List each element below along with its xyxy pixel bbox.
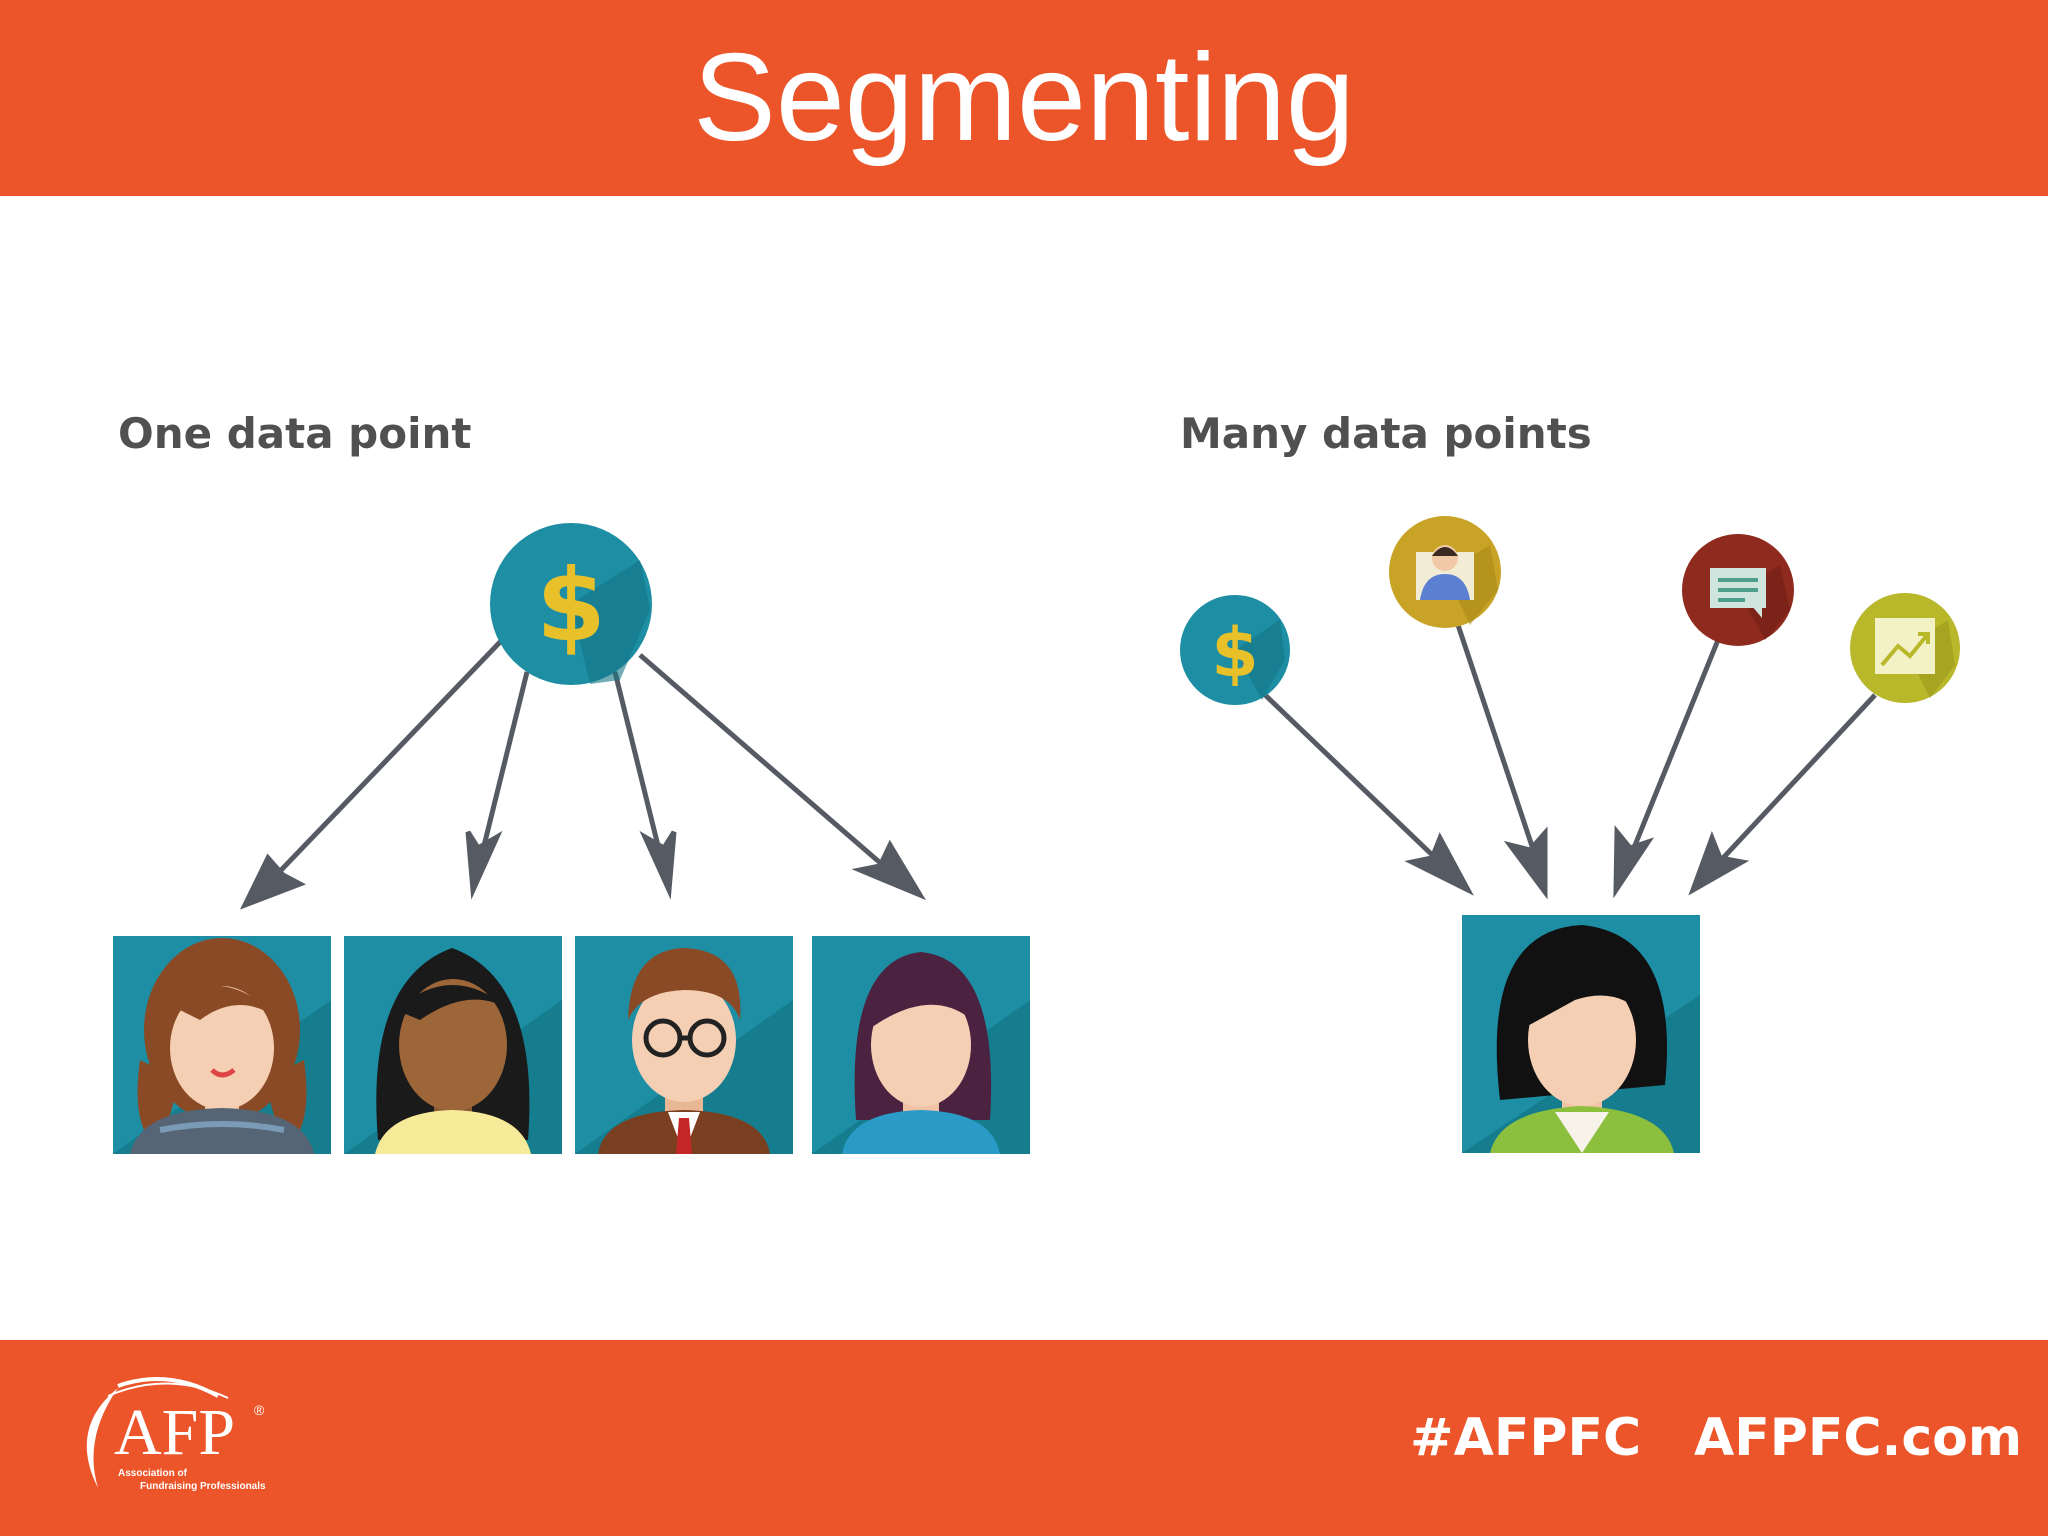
afp-logo-subtitle-1: Association of: [118, 1468, 187, 1479]
svg-text:$: $: [1211, 614, 1258, 693]
arrow-from-dollar: [1260, 690, 1474, 896]
left-arrows: [239, 638, 927, 910]
chart-trend-icon: [1850, 593, 1960, 703]
right-arrows: [1260, 624, 1877, 900]
afp-logo-text: AFP: [114, 1396, 236, 1469]
arrow-to-person-2: [465, 671, 530, 900]
arrow-from-chart: [1688, 693, 1877, 896]
slide-title: Segmenting: [693, 29, 1355, 167]
dollar-icon: $: [490, 523, 652, 685]
hashtag-text: #AFPFC: [1410, 1408, 1642, 1468]
person-icon: [1389, 516, 1501, 628]
dollar-small-icon: $: [1180, 595, 1290, 705]
afp-logo-subtitle-2: Fundraising Professionals: [140, 1481, 266, 1492]
arrow-to-person-1: [239, 638, 504, 910]
afp-logo: AFP ® Association of Fundraising Profess…: [78, 1368, 278, 1508]
chat-icon: [1682, 534, 1794, 646]
arrow-to-person-4: [638, 653, 927, 901]
person-avatar-1: [113, 936, 331, 1154]
afp-logo-registered: ®: [254, 1402, 265, 1418]
afp-swoosh-icon: [86, 1376, 229, 1488]
arrow-from-person: [1455, 624, 1548, 900]
footer-bar: [0, 1340, 2048, 1536]
svg-text:$: $: [536, 547, 606, 664]
arrow-to-person-3: [612, 671, 677, 900]
arrow-from-chat: [1613, 639, 1721, 899]
website-link[interactable]: AFPFC.com: [1694, 1408, 2023, 1468]
header-bar: [0, 0, 2048, 196]
right-section-label: Many data points: [1180, 409, 1592, 458]
person-avatar-4: [812, 936, 1030, 1154]
person-avatar-3: [575, 936, 793, 1154]
person-avatar-2: [344, 936, 562, 1154]
left-section-label: One data point: [118, 409, 472, 458]
single-person-avatar: [1462, 915, 1700, 1153]
